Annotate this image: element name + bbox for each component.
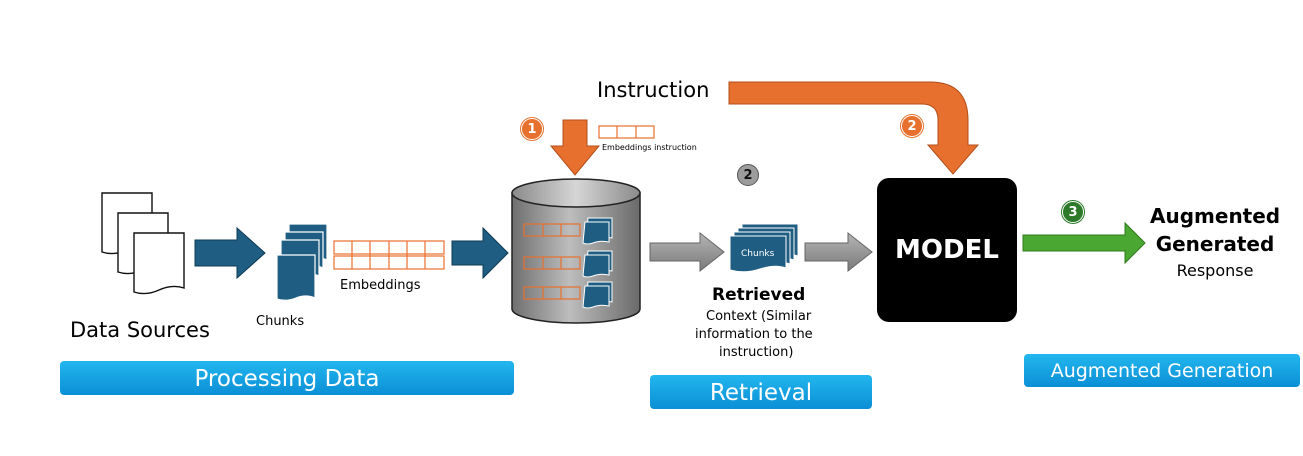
augmented-label: Augmented xyxy=(1150,204,1281,228)
response-label: Response xyxy=(1176,261,1254,280)
retrieved-chunks-icon xyxy=(729,223,799,273)
arrow-db-to-retrieved xyxy=(649,231,725,273)
chunks-mid-label: Chunks xyxy=(741,249,775,259)
retrieved-label: Retrieved xyxy=(712,285,806,305)
data-sources-documents-icon xyxy=(101,192,185,295)
arrow-instruction-to-model xyxy=(728,81,980,175)
arrow-retrieved-to-model xyxy=(804,231,873,273)
arrow-instruction-to-db xyxy=(549,119,601,176)
embeddings-grid xyxy=(333,240,445,270)
instruction-label: Instruction xyxy=(597,78,710,102)
embeddings-instruction-grid xyxy=(598,125,655,139)
vector-database-icon xyxy=(511,178,641,324)
chunks-left-label: Chunks xyxy=(256,314,305,329)
arrow-embeddings-to-db xyxy=(451,226,509,280)
step-1-badge: 1 xyxy=(521,118,543,140)
model-label: MODEL xyxy=(895,235,999,265)
context-line-1: Context (Similar xyxy=(706,309,812,324)
chunks-stack-icon xyxy=(276,223,328,301)
generated-label: Generated xyxy=(1155,232,1275,256)
step-2-badge-orange: 2 xyxy=(901,115,923,137)
augmented-generation-band: Augmented Generation xyxy=(1024,354,1300,387)
arrow-model-to-response xyxy=(1022,221,1146,265)
context-line-3: instruction) xyxy=(719,345,794,360)
data-sources-label: Data Sources xyxy=(70,318,210,342)
arrow-sources-to-chunks xyxy=(194,226,266,280)
processing-data-band: Processing Data xyxy=(60,361,514,395)
model-box xyxy=(877,178,1017,322)
embeddings-instruction-label: Embeddings instruction xyxy=(602,143,697,152)
step-2-badge-grey: 2 xyxy=(737,164,759,186)
context-line-2: information to the xyxy=(695,327,813,342)
retrieval-band: Retrieval xyxy=(650,375,872,409)
embeddings-label: Embeddings xyxy=(340,278,421,293)
step-3-badge: 3 xyxy=(1062,201,1084,223)
